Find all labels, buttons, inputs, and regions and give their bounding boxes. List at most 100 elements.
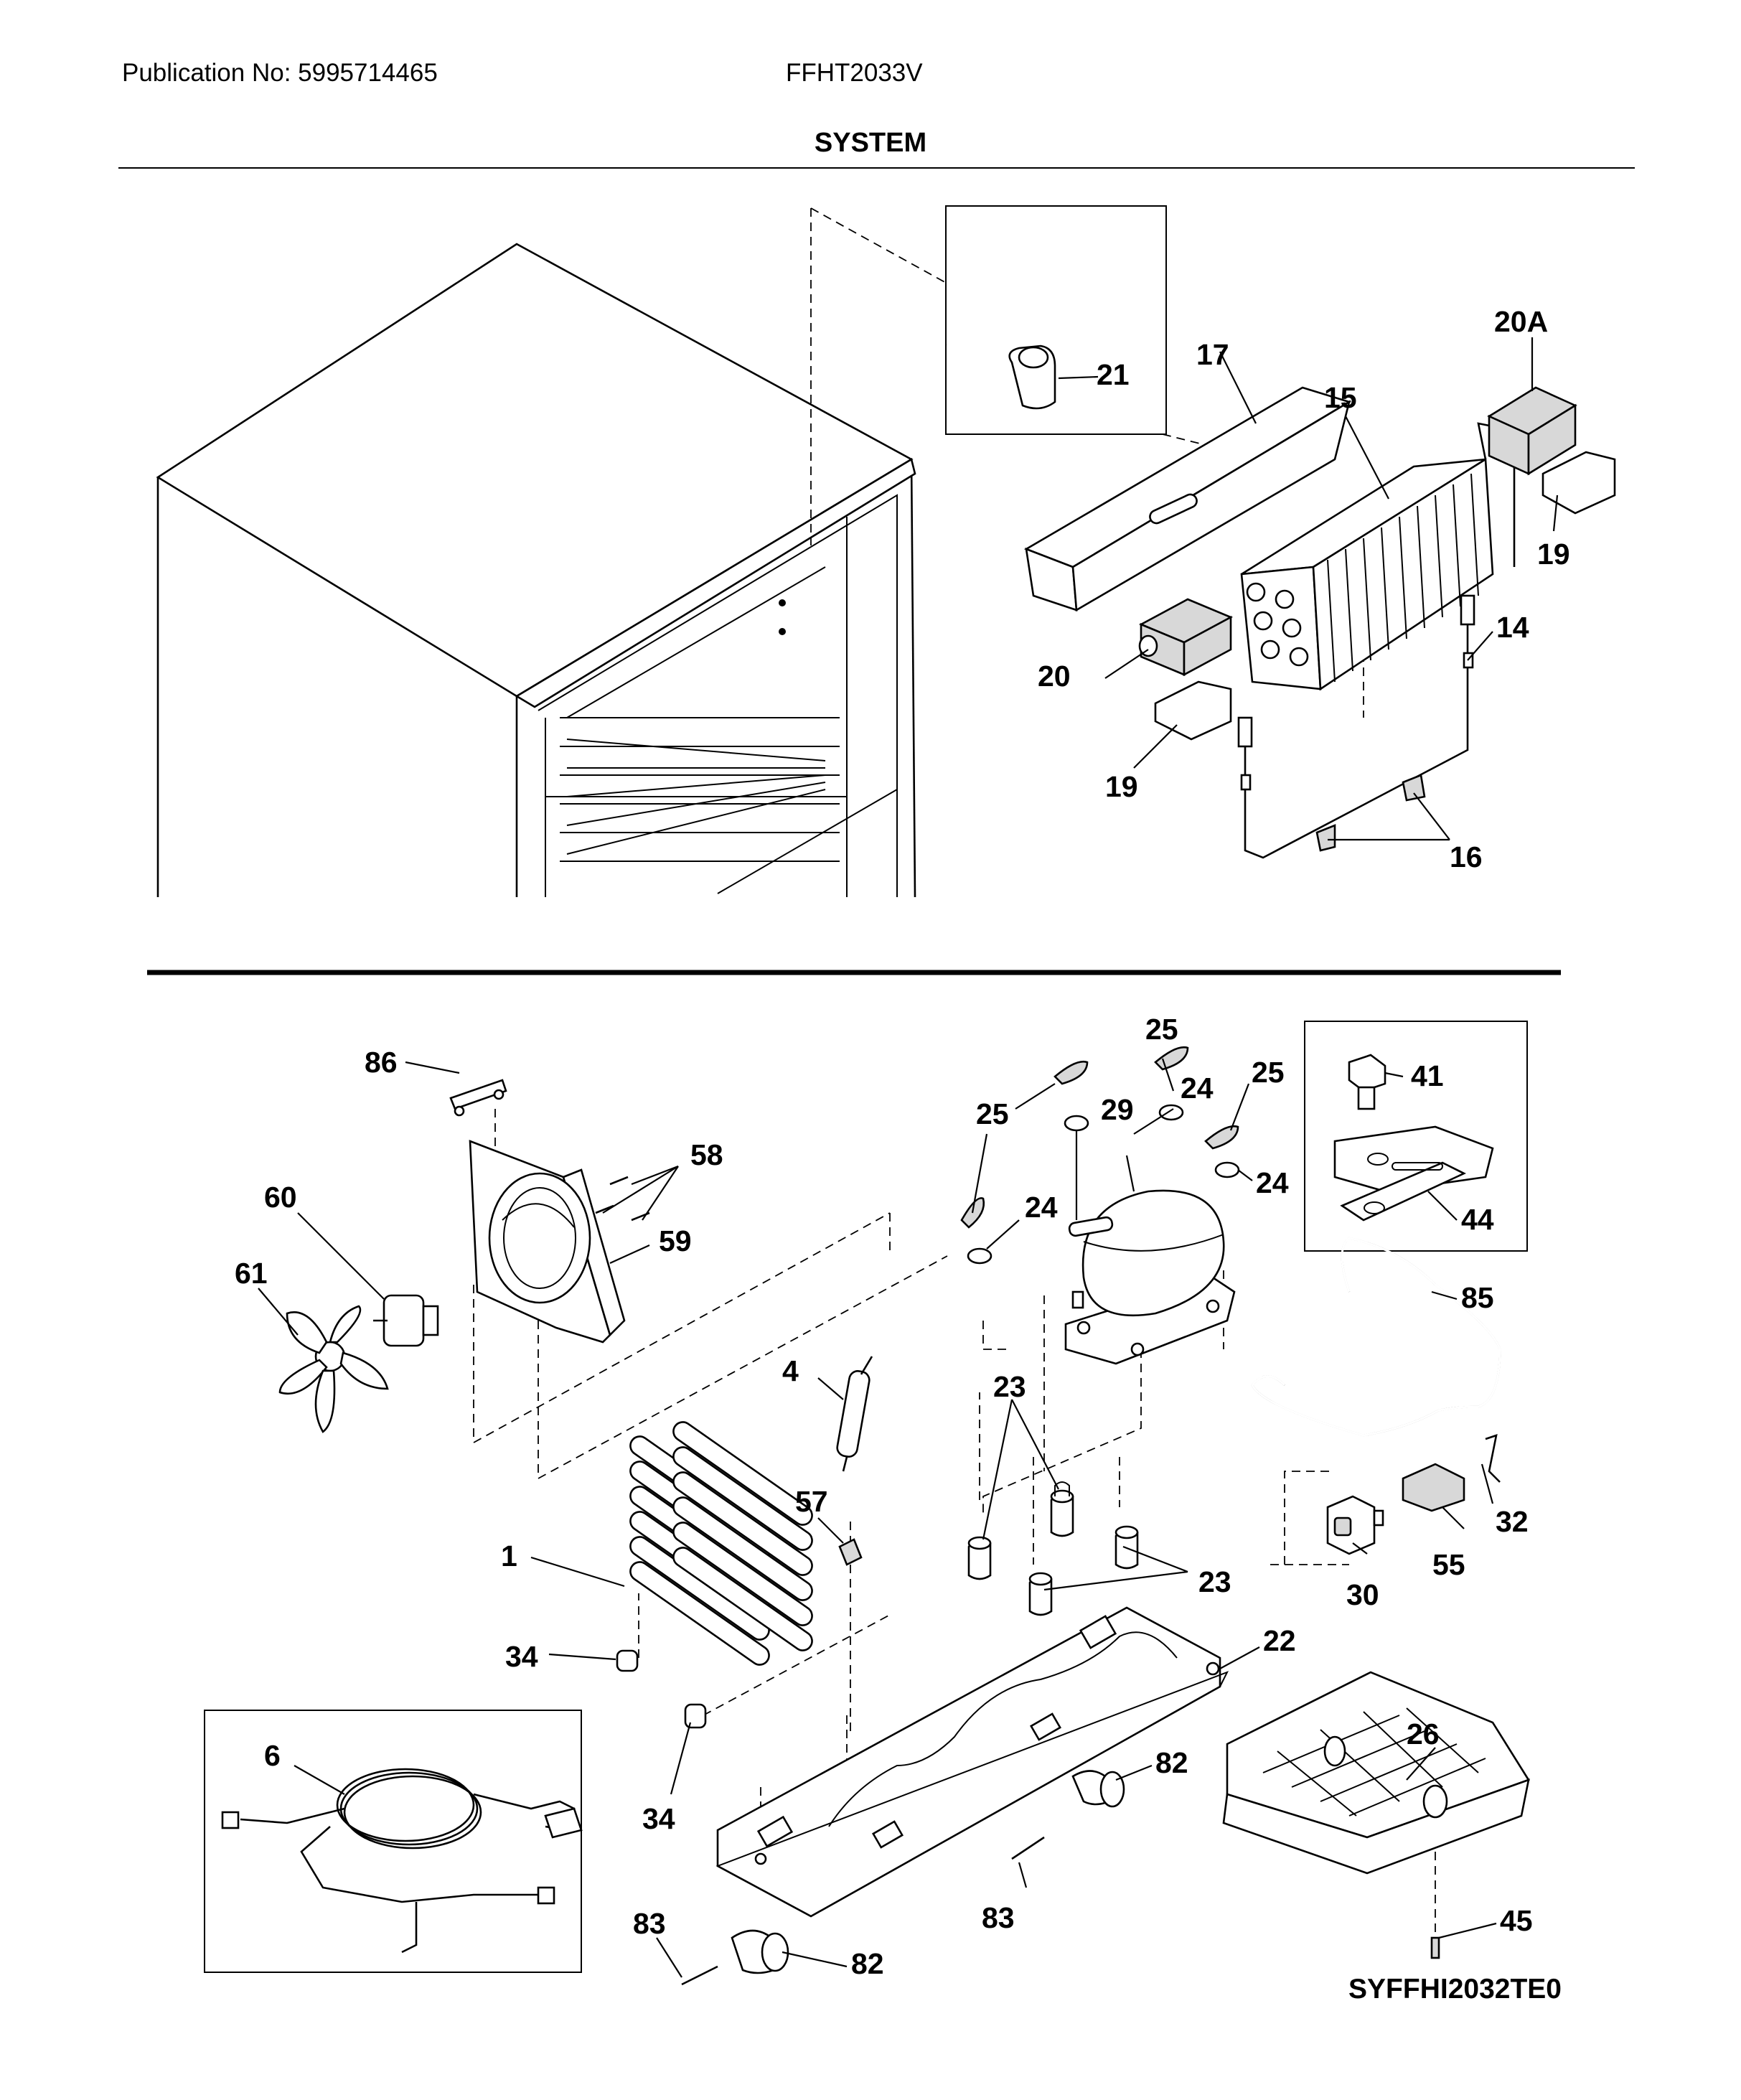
callout-60: 60 [264, 1181, 297, 1214]
callout-24-top: 24 [1181, 1072, 1214, 1105]
relay-30-part [1326, 1495, 1384, 1555]
callout-83-right: 83 [982, 1901, 1015, 1934]
leader-line [670, 1722, 692, 1795]
callout-20: 20 [1038, 660, 1071, 693]
callout-26: 26 [1407, 1717, 1440, 1750]
leader-line [782, 1951, 848, 1968]
callout-57: 57 [795, 1485, 828, 1518]
callout-86: 86 [365, 1046, 398, 1079]
screw-45-part [1430, 1936, 1440, 1959]
leader-line [642, 1166, 679, 1221]
overload-55-part [1402, 1463, 1465, 1512]
grommet-34-upper-part [616, 1649, 639, 1672]
callout-25-right: 25 [1252, 1056, 1285, 1089]
guide-line [810, 207, 948, 284]
callout-85: 85 [1461, 1281, 1494, 1314]
callout-55: 55 [1432, 1548, 1465, 1581]
leader-line [1133, 1108, 1174, 1135]
publication-number: Publication No: 5995714465 [122, 59, 438, 87]
evaporator-cover-part [1024, 386, 1352, 612]
callout-32: 32 [1496, 1505, 1529, 1538]
leader-line [1115, 1764, 1153, 1781]
compressor-grommet-23-part [967, 1536, 992, 1580]
screw-83-right-part [1011, 1836, 1045, 1860]
drain-pan-part [1222, 1671, 1530, 1875]
callout-82-right: 82 [1155, 1746, 1188, 1779]
leader-line [1480, 1463, 1494, 1504]
callout-6: 6 [264, 1739, 281, 1772]
washer-24-part [967, 1104, 1240, 1265]
clip-57-part [838, 1538, 863, 1566]
callout-4: 4 [782, 1354, 799, 1387]
clip-32-part [1485, 1434, 1501, 1483]
fan-motor-part [373, 1294, 439, 1347]
guide-line [982, 1321, 1012, 1350]
condenser-coil-part [629, 1421, 813, 1666]
callout-25-middle: 25 [1145, 1013, 1178, 1046]
guide-line [1270, 1471, 1335, 1565]
leader-line [1384, 1072, 1404, 1078]
leader-line [1467, 631, 1493, 661]
compressor-grommet-23-part [1028, 1572, 1053, 1616]
heater-block-20a-part [1487, 386, 1577, 476]
leader-line [602, 1166, 679, 1214]
callout-17: 17 [1196, 338, 1229, 371]
clip-19-upper-part [1541, 451, 1616, 515]
callout-82-left: 82 [851, 1947, 884, 1980]
leader-line [1413, 792, 1450, 840]
leader-line [1442, 1506, 1465, 1529]
compressor-grommet-23-part [1050, 1481, 1074, 1537]
callout-41: 41 [1411, 1059, 1444, 1092]
callout-24-right: 24 [1256, 1166, 1289, 1199]
guide-line [982, 1349, 1142, 1514]
grommet-82-right-part [1071, 1770, 1125, 1808]
callout-34-lower: 34 [642, 1802, 675, 1835]
leader-line [986, 1219, 1020, 1250]
leader-line [297, 1212, 385, 1300]
leader-line [982, 1399, 1013, 1540]
callout-15: 15 [1324, 381, 1357, 414]
guide-line [538, 1255, 948, 1480]
leader-line [530, 1556, 625, 1588]
callout-30: 30 [1346, 1578, 1379, 1611]
leader-line [1122, 1545, 1188, 1573]
leader-line [1011, 1399, 1059, 1490]
leader-line [1438, 1922, 1497, 1939]
leader-line [1018, 1862, 1028, 1888]
fan-blade-part [278, 1305, 389, 1433]
leader-line [1406, 1747, 1436, 1781]
callout-20a: 20A [1494, 305, 1548, 338]
callout-21: 21 [1097, 358, 1130, 391]
callout-44: 44 [1461, 1203, 1494, 1236]
leader-line [1237, 1169, 1253, 1181]
bolt-41-part [1348, 1054, 1386, 1110]
tubing-clip-part [946, 342, 1056, 410]
bracket-44-part [1333, 1125, 1494, 1222]
callout-19-lower: 19 [1105, 770, 1138, 803]
leader-line [294, 1765, 345, 1795]
callout-23-upper: 23 [993, 1370, 1026, 1403]
fan-shroud-part [469, 1140, 626, 1344]
drier-filter-part [836, 1356, 873, 1472]
leader-line [1229, 1083, 1250, 1131]
defrost-heater-part [1237, 594, 1475, 859]
leader-line [258, 1288, 299, 1336]
clip-25-c-part [1154, 1046, 1189, 1071]
leader-line [631, 1165, 679, 1186]
inset-box [945, 205, 1167, 435]
leader-line [1125, 1155, 1135, 1192]
leader-line [609, 1244, 650, 1265]
callout-59: 59 [659, 1224, 692, 1257]
leader-line [1219, 1646, 1260, 1669]
callout-23-lower: 23 [1198, 1565, 1231, 1598]
heater-block-20-part [1138, 598, 1234, 677]
leader-line [817, 1377, 844, 1400]
callout-29: 29 [1101, 1093, 1134, 1126]
leader-line [656, 1937, 682, 1978]
leader-line [1427, 1191, 1458, 1221]
model-number: FFHT2033V [786, 59, 923, 87]
condensate-tube-part [1251, 1237, 1501, 1437]
shroud-screws-part [595, 1176, 650, 1222]
leader-line [1431, 1290, 1458, 1300]
